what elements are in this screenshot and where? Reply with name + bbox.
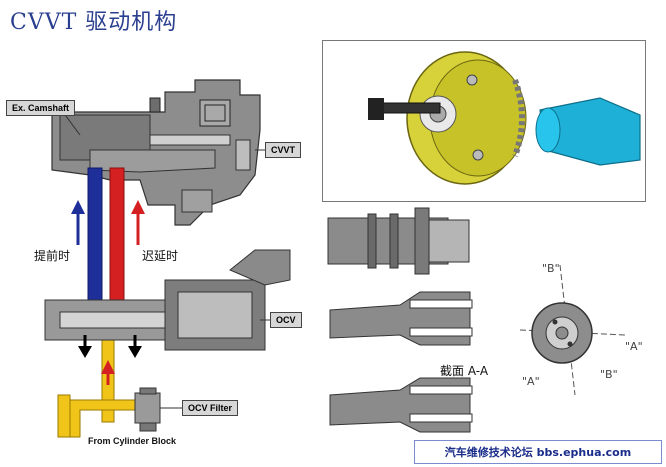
forum-watermark: 汽车维修技术论坛 bbs.ephua.com [414, 440, 662, 464]
section-view-upper [329, 291, 473, 346]
view-a-left-label: "A" [522, 375, 540, 388]
end-view [519, 264, 626, 396]
retard-label: 迟延时 [142, 249, 179, 263]
retard-arrow-icon [131, 200, 145, 245]
supply-oil-elbow [57, 394, 71, 438]
sprocket-photo [368, 51, 641, 185]
ocv-filter-label: OCV Filter [182, 400, 239, 416]
shaft-side-view [327, 207, 470, 275]
from-cylinder-block-label: From Cylinder Block [88, 436, 177, 446]
view-b-bottom-label: "B" [600, 368, 618, 381]
section-view-lower [329, 377, 473, 433]
drain-arrow-left-icon [78, 335, 92, 358]
cvvt-label: CVVT [265, 142, 302, 158]
advance-arrow-icon [71, 200, 85, 245]
advance-label: 提前时 [34, 249, 71, 263]
ocv-valve [44, 249, 291, 351]
ex-camshaft-label: Ex. Camshaft [6, 100, 76, 116]
retard-oil-line [109, 167, 125, 319]
page-title: CVVT 驱动机构 [10, 10, 178, 35]
view-b-top-label: "B" [542, 262, 560, 275]
photo-frame [322, 40, 646, 202]
camshaft-housing [51, 79, 261, 226]
view-a-right-label: "A" [625, 340, 643, 353]
section-aa-label: 截面 A-A [440, 364, 489, 378]
ocv-filter [134, 387, 161, 432]
drain-arrow-right-icon [128, 335, 142, 358]
advance-oil-line [87, 167, 103, 319]
supply-arrow-icon [101, 360, 115, 385]
ocv-label: OCV [270, 312, 302, 328]
